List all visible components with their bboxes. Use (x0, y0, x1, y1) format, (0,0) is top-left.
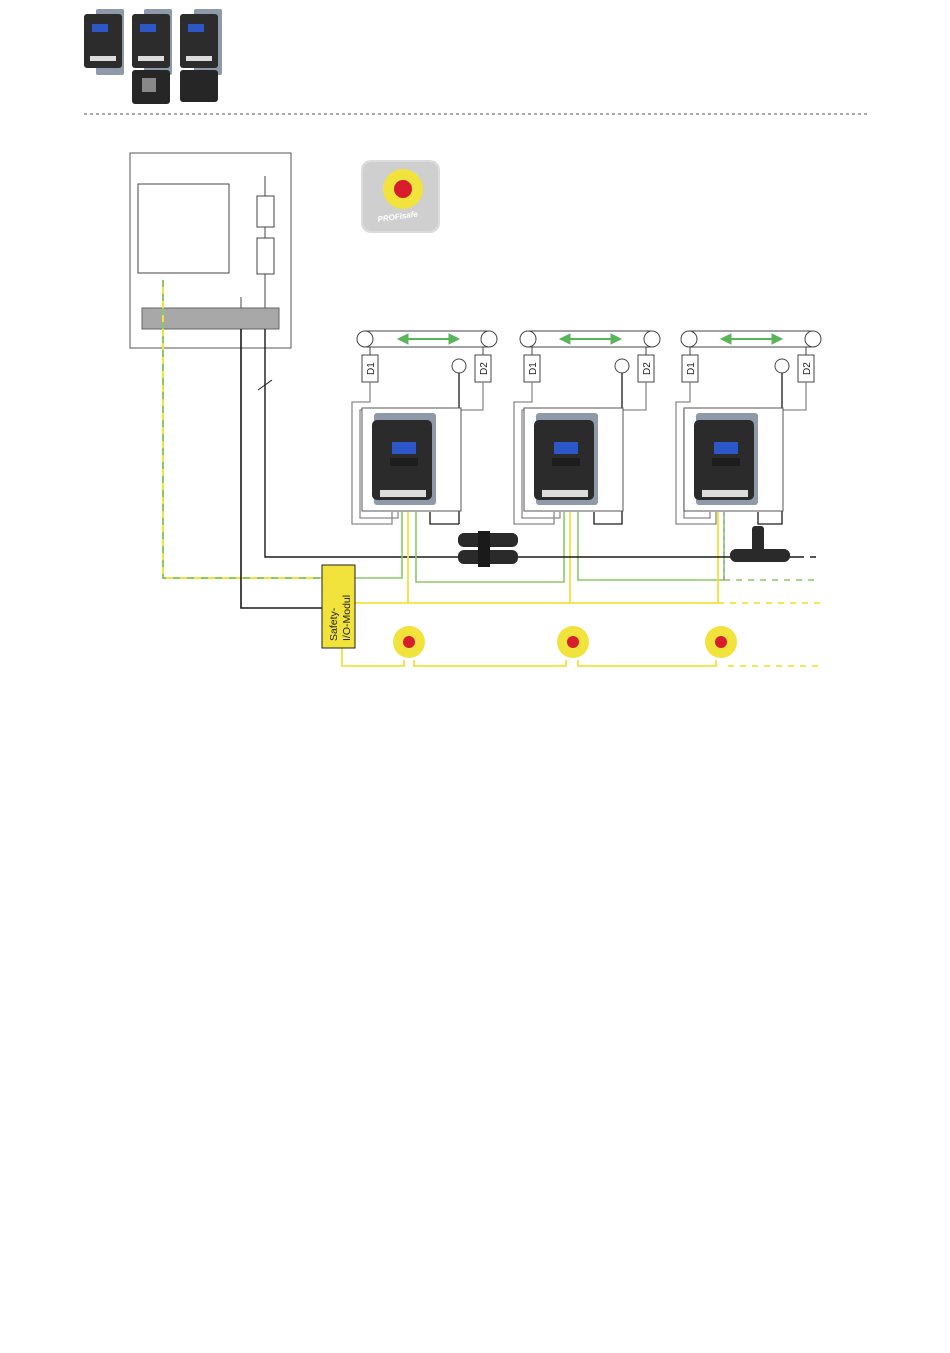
motion-arrow-icon (398, 334, 459, 344)
estop-button-2 (557, 626, 589, 658)
sensor-d2-label: D2 (642, 362, 653, 375)
inverter-drive-3 (684, 408, 783, 511)
sensor-d1-label: D1 (366, 362, 377, 375)
safety-io-module: Safety- I/O-Modul (322, 565, 355, 648)
t-connector (730, 526, 790, 562)
estop-button-3 (705, 626, 737, 658)
estop-icon (715, 636, 727, 648)
profisafe-badge: PROFIsafe (361, 160, 440, 233)
sensor-d1-label: D1 (528, 362, 539, 375)
sensor-d2-label: D2 (479, 362, 490, 375)
inverter-drive-1 (362, 408, 461, 511)
estop-icon (403, 636, 415, 648)
fuse-1 (257, 196, 274, 227)
safety-module-line2: I/O-Modul (341, 595, 353, 641)
product-thumbnails (84, 9, 222, 104)
estop-button-1 (393, 626, 425, 658)
field-bus-wiring (355, 512, 820, 582)
drive-thumbnail-1 (84, 9, 124, 75)
conveyor-2: D1 D2 (520, 331, 660, 382)
encoder-icon (775, 359, 789, 373)
safety-module-line1: Safety- (328, 607, 340, 641)
inverter-drive-2 (524, 408, 623, 511)
drive-thumbnail-2 (132, 9, 172, 104)
sensor-d1-label: D1 (686, 362, 697, 375)
conveyor-1: D1 D2 (357, 331, 497, 382)
bus-wire-main (241, 329, 322, 608)
control-cabinet (130, 153, 291, 348)
motion-arrow-icon (721, 334, 782, 344)
encoder-icon (615, 359, 629, 373)
plc-controller (138, 184, 229, 273)
drive-thumbnail-3 (180, 9, 222, 102)
encoder-icon (452, 359, 466, 373)
fuse-2 (257, 238, 274, 274)
conveyor-3: D1 D2 (681, 331, 821, 382)
m12-connector-pair (458, 531, 518, 567)
sensor-d2-label: D2 (802, 362, 813, 375)
estop-icon (394, 180, 412, 198)
motion-arrow-icon (560, 334, 621, 344)
estop-icon (567, 636, 579, 648)
